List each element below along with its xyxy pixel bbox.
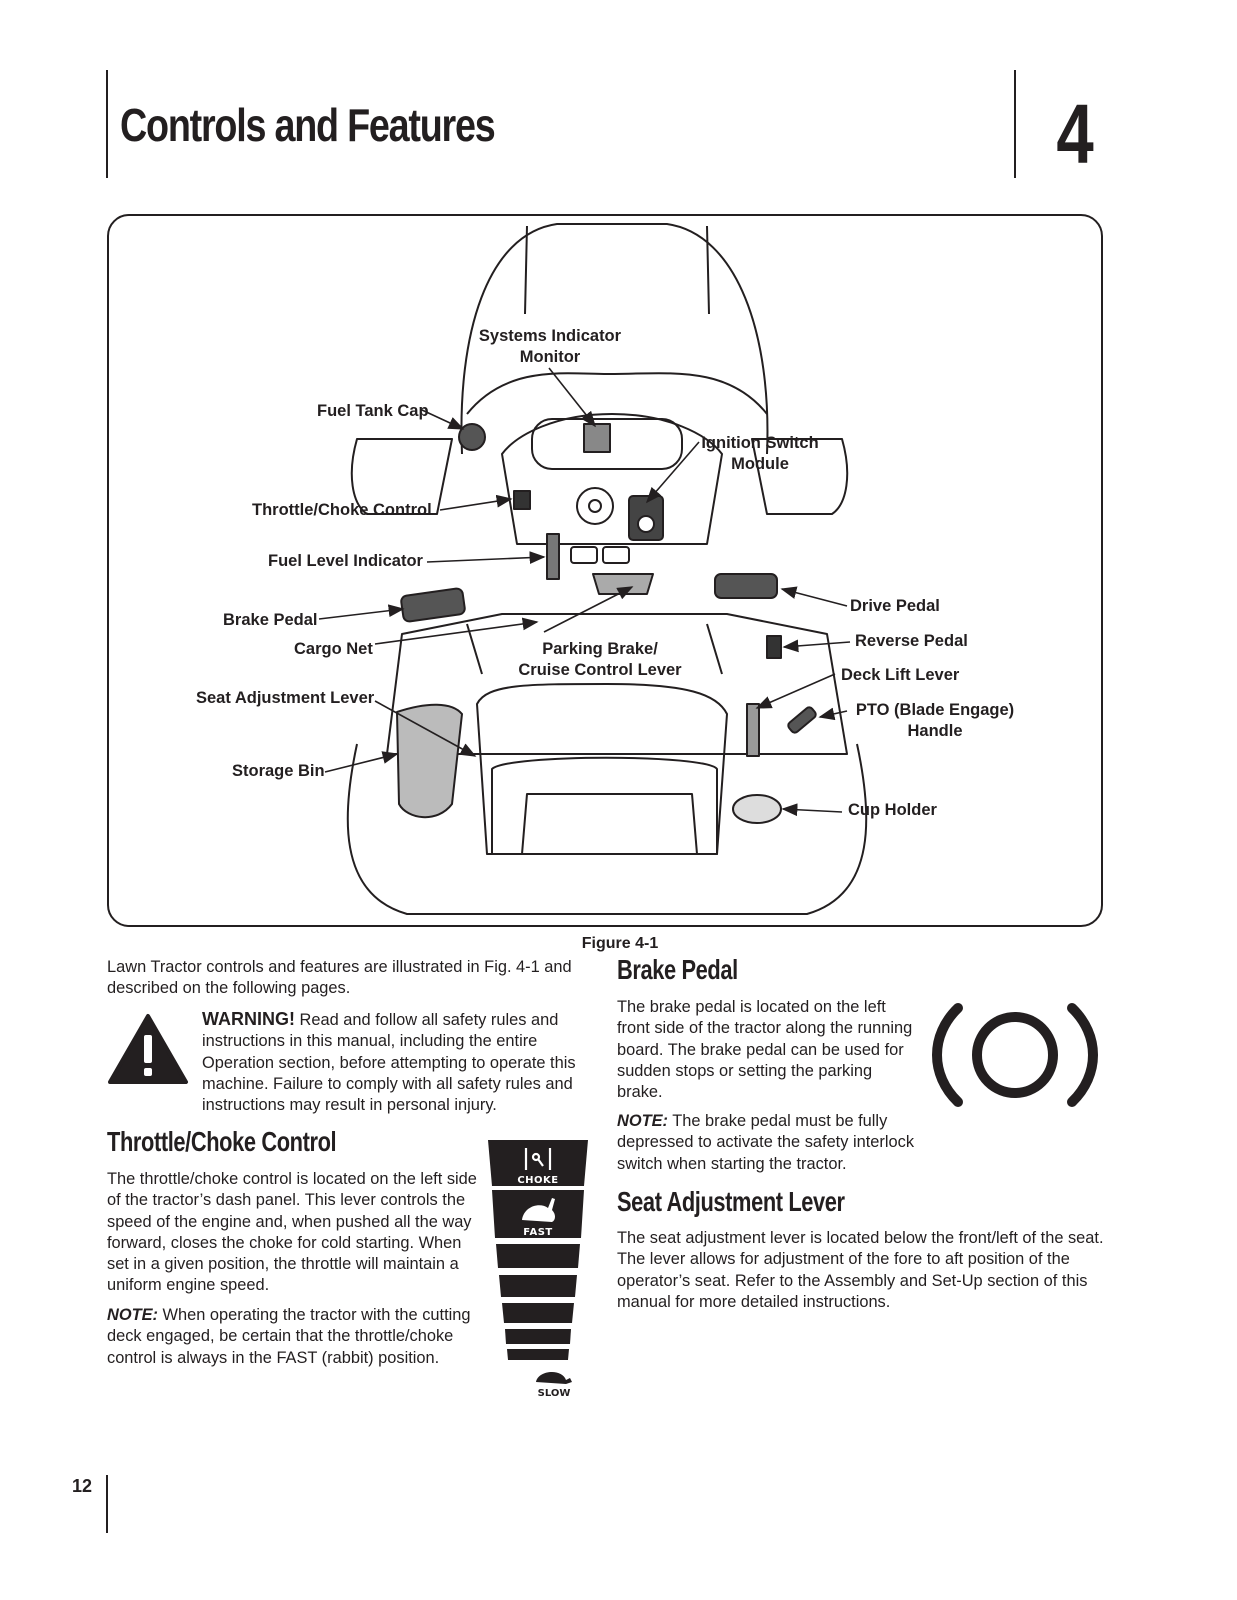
cup-holder-shape <box>732 794 782 824</box>
dash-panel <box>501 413 723 545</box>
choke-icon <box>524 1148 552 1170</box>
label-drive-pedal: Drive Pedal <box>850 597 940 615</box>
hood-outline <box>460 223 769 455</box>
left-fender <box>350 438 453 515</box>
slow-label: SLOW <box>538 1388 571 1399</box>
label-ignition-switch: Ignition Switch Module <box>690 433 830 475</box>
seat-body: The seat adjustment lever is located bel… <box>617 1229 1104 1311</box>
seat-outline <box>476 683 728 855</box>
label-cup-holder: Cup Holder <box>848 801 937 819</box>
label-seat-adjustment: Seat Adjustment Lever <box>196 689 375 707</box>
throttle-note-label: NOTE: <box>107 1306 158 1324</box>
label-pto-text: PTO (Blade Engage) Handle <box>855 701 1015 740</box>
label-parking-brake-text: Parking Brake/ Cruise Control Lever <box>518 640 682 679</box>
brake-pedal-shape <box>400 587 466 623</box>
choke-label: CHOKE <box>517 1175 558 1186</box>
systems-indicator-monitor <box>583 423 611 453</box>
intro-text: Lawn Tractor controls and features are i… <box>107 958 572 998</box>
label-deck-lift: Deck Lift Lever <box>841 666 960 684</box>
label-brake-pedal: Brake Pedal <box>223 611 318 629</box>
page-number: 12 <box>72 1476 93 1496</box>
rabbit-icon <box>522 1198 555 1222</box>
parking-brake-lever <box>592 573 654 595</box>
label-systems-indicator-text: Systems Indicator Monitor <box>478 327 622 366</box>
label-pto: PTO (Blade Engage) Handle <box>850 700 1020 742</box>
brake-heading: Brake Pedal <box>617 954 738 985</box>
warning-label: WARNING! <box>202 1009 295 1029</box>
storage-bin-shape <box>396 703 463 819</box>
throttle-note: NOTE: When operating the tractor with th… <box>107 1305 481 1369</box>
warning-body: Read and follow all safety rules and ins… <box>202 1011 576 1115</box>
turtle-icon <box>536 1371 572 1384</box>
figure-frame <box>107 214 1103 927</box>
label-reverse-pedal: Reverse Pedal <box>855 632 968 650</box>
header-right-rule <box>1014 70 1016 178</box>
right-fender <box>751 438 849 515</box>
chapter-number: 4 <box>1056 87 1094 181</box>
brake-body: The brake pedal is located on the left f… <box>617 998 913 1102</box>
throttle-heading: Throttle/Choke Control <box>107 1126 337 1157</box>
label-ignition-switch-text: Ignition Switch Module <box>701 434 819 473</box>
label-cargo-net: Cargo Net <box>294 640 373 658</box>
brake-note-text: The brake pedal must be fully depressed … <box>617 1112 915 1173</box>
footer-rule <box>106 1475 108 1533</box>
label-throttle-choke: Throttle/Choke Control <box>252 501 432 519</box>
brake-note: NOTE: The brake pedal must be fully depr… <box>617 1111 937 1175</box>
throttle-speed-strip: CHOKE FAST SLOW <box>488 1140 588 1399</box>
warning-triangle-icon <box>108 1014 188 1084</box>
pto-handle-shape <box>787 706 817 734</box>
label-systems-indicator: Systems Indicator Monitor <box>470 326 630 368</box>
fuel-level-indicator <box>546 533 560 580</box>
throttle-note-text: When operating the tractor with the cutt… <box>107 1306 471 1367</box>
brake-note-label: NOTE: <box>617 1112 668 1130</box>
header-left-rule <box>106 70 108 178</box>
label-fuel-level: Fuel Level Indicator <box>268 552 423 570</box>
figure-caption: Figure 4-1 <box>581 935 659 952</box>
tractor-controls-illustration <box>318 223 868 915</box>
seat-heading: Seat Adjustment Lever <box>617 1186 845 1217</box>
label-parking-brake: Parking Brake/ Cruise Control Lever <box>510 639 690 681</box>
throttle-body: The throttle/choke control is located on… <box>107 1170 477 1295</box>
warning-text: WARNING! Read and follow all safety rule… <box>202 1009 587 1116</box>
label-storage-bin: Storage Bin <box>232 762 325 780</box>
throttle-lever <box>513 490 531 510</box>
fast-label: FAST <box>523 1227 552 1238</box>
fuel-tank-cap <box>458 423 486 451</box>
drive-pedal-shape <box>714 573 778 599</box>
page-title: Controls and Features <box>120 99 496 151</box>
deck-lift-lever-shape <box>746 703 760 757</box>
label-fuel-tank-cap: Fuel Tank Cap <box>317 402 429 420</box>
reverse-pedal-shape <box>766 635 782 659</box>
brake-symbol-icon <box>932 1003 1098 1107</box>
